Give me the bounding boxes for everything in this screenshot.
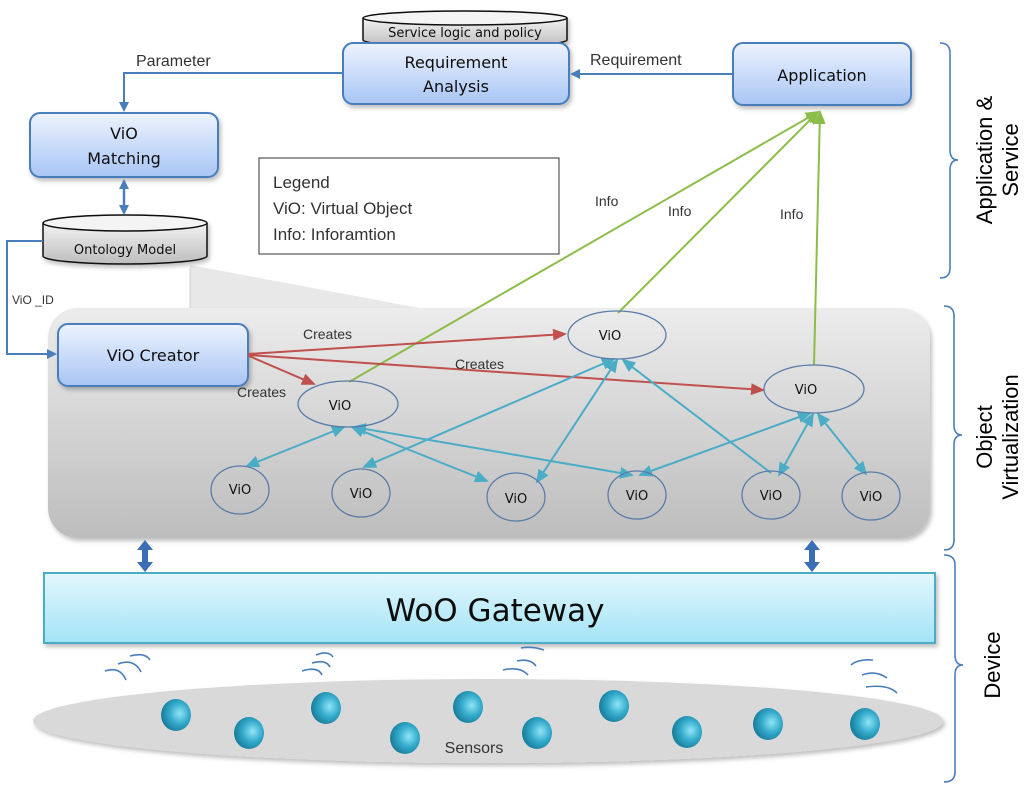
sensors-label: Sensors bbox=[445, 740, 504, 757]
vio-link bbox=[245, 425, 346, 468]
info-label-1: Info bbox=[595, 193, 619, 209]
layer-brace-device bbox=[943, 554, 964, 783]
vio-id-arrow bbox=[6, 240, 57, 359]
creates-arrow-1 bbox=[247, 328, 567, 355]
vio-node-label: ViO bbox=[329, 399, 351, 414]
application-label: Application bbox=[777, 66, 866, 85]
vio-creator-label: ViO Creator bbox=[107, 346, 200, 365]
vio-node[interactable]: ViO bbox=[741, 470, 801, 520]
ontology-callout-wedge bbox=[190, 265, 430, 310]
info-arrow-3 bbox=[813, 110, 826, 366]
ontology-model-label: Ontology Model bbox=[74, 243, 176, 258]
woo-gateway[interactable]: WoO Gateway bbox=[43, 572, 936, 644]
sensor-icon bbox=[850, 708, 880, 740]
vio-node[interactable]: ViO bbox=[567, 310, 667, 360]
object-virtualization-panel bbox=[48, 265, 930, 538]
vio-node[interactable]: ViO bbox=[297, 380, 399, 428]
wireless-signal-icon bbox=[850, 659, 898, 694]
service-logic-db[interactable]: Service logic and policy bbox=[362, 10, 568, 48]
creates-label-3: Creates bbox=[237, 384, 286, 400]
layer-label-app-service: Application & Service bbox=[972, 95, 1023, 224]
requirement-analysis-line1: Requirement bbox=[405, 53, 508, 72]
sensor-icon bbox=[672, 716, 702, 748]
layer-label-object-virtualization: Object Virtualization bbox=[972, 374, 1023, 500]
application-box[interactable]: Application bbox=[732, 42, 912, 106]
sensor-field: Sensors bbox=[33, 646, 943, 763]
vio-matching-line2: Matching bbox=[87, 149, 161, 168]
info-label-3: Info bbox=[780, 206, 804, 222]
layer-device-line1: Device bbox=[980, 631, 1005, 698]
vio-matching-box[interactable]: ViO Matching bbox=[29, 112, 219, 178]
legend-item-info: Info: Inforamtion bbox=[273, 225, 396, 244]
sensor-icon bbox=[234, 717, 264, 749]
sensors bbox=[161, 690, 880, 754]
vio-node[interactable]: ViO bbox=[607, 470, 667, 520]
ontology-model-db[interactable]: Ontology Model bbox=[42, 214, 208, 265]
vio-creator-box[interactable]: ViO Creator bbox=[57, 323, 249, 387]
requirement-label: Requirement bbox=[590, 52, 682, 69]
info-label-2: Info bbox=[668, 203, 692, 219]
vio-node-label: ViO bbox=[760, 489, 782, 504]
requirement-analysis-box[interactable]: Requirement Analysis bbox=[342, 42, 570, 105]
vio-node[interactable]: ViO bbox=[841, 471, 901, 521]
vio-node[interactable]: ViO bbox=[486, 472, 546, 522]
sensor-icon bbox=[161, 699, 191, 731]
wireless-signal-icon bbox=[104, 653, 151, 681]
gateway-arrow-left bbox=[137, 540, 153, 572]
vio-link bbox=[778, 412, 814, 477]
vio-node[interactable]: ViO bbox=[763, 364, 865, 414]
layer-brace-app-service bbox=[939, 42, 959, 279]
sensor-icon bbox=[522, 717, 552, 749]
sensor-icon bbox=[753, 708, 783, 740]
vio-nodes: ViO ViO ViO ViO ViO ViO ViO ViO ViO bbox=[210, 310, 901, 522]
sensor-icon bbox=[599, 690, 629, 722]
woo-gateway-label: WoO Gateway bbox=[386, 593, 605, 629]
layer-app-service-line1: Application & bbox=[972, 95, 997, 224]
vio-id-label: ViO _ID bbox=[12, 293, 54, 307]
layer-label-device: Device bbox=[980, 631, 1005, 698]
info-arrow-1 bbox=[348, 111, 820, 383]
sensor-icon bbox=[453, 691, 483, 723]
creates-arrow-3 bbox=[248, 355, 316, 385]
gateway-arrow-right bbox=[804, 540, 820, 572]
layer-app-service-line2: Service bbox=[998, 123, 1023, 196]
vio-matching-line1: ViO bbox=[110, 124, 138, 143]
layer-brace-object-virtualization bbox=[943, 305, 963, 551]
layer-ov-line1: Object bbox=[972, 405, 997, 469]
layer-ov-line2: Virtualization bbox=[998, 374, 1023, 500]
legend: Legend ViO: Virtual Object Info: Inforam… bbox=[258, 157, 560, 255]
requirement-analysis-line2: Analysis bbox=[423, 77, 489, 96]
info-arrow-2 bbox=[617, 110, 820, 314]
vio-node-label: ViO bbox=[626, 489, 648, 504]
vio-node-label: ViO bbox=[350, 487, 372, 502]
vio-link bbox=[816, 412, 868, 476]
parameter-label: Parameter bbox=[136, 53, 211, 70]
legend-title: Legend bbox=[273, 173, 330, 192]
parameter-arrow bbox=[119, 72, 343, 112]
blue-flow-arrows bbox=[6, 69, 733, 359]
service-logic-db-label: Service logic and policy bbox=[388, 26, 542, 41]
vio-link bbox=[535, 358, 619, 484]
vio-node[interactable]: ViO bbox=[331, 468, 391, 518]
info-arrows bbox=[348, 110, 826, 383]
vio-links bbox=[245, 358, 868, 484]
vio-node-label: ViO bbox=[795, 383, 817, 398]
vio-node-label: ViO bbox=[599, 329, 621, 344]
vio-node-label: ViO bbox=[860, 490, 882, 505]
vio-node-label: ViO bbox=[505, 492, 527, 507]
sensor-icon bbox=[311, 692, 341, 724]
creates-label-1: Creates bbox=[303, 326, 352, 342]
vio-node-label: ViO bbox=[229, 483, 251, 498]
creates-label-2: Creates bbox=[455, 356, 504, 372]
wireless-signal-icon bbox=[502, 646, 545, 676]
vio-node[interactable]: ViO bbox=[210, 465, 270, 515]
wireless-signal-icon bbox=[301, 652, 334, 676]
sensor-icon bbox=[390, 722, 420, 754]
legend-item-vio: ViO: Virtual Object bbox=[273, 199, 412, 218]
